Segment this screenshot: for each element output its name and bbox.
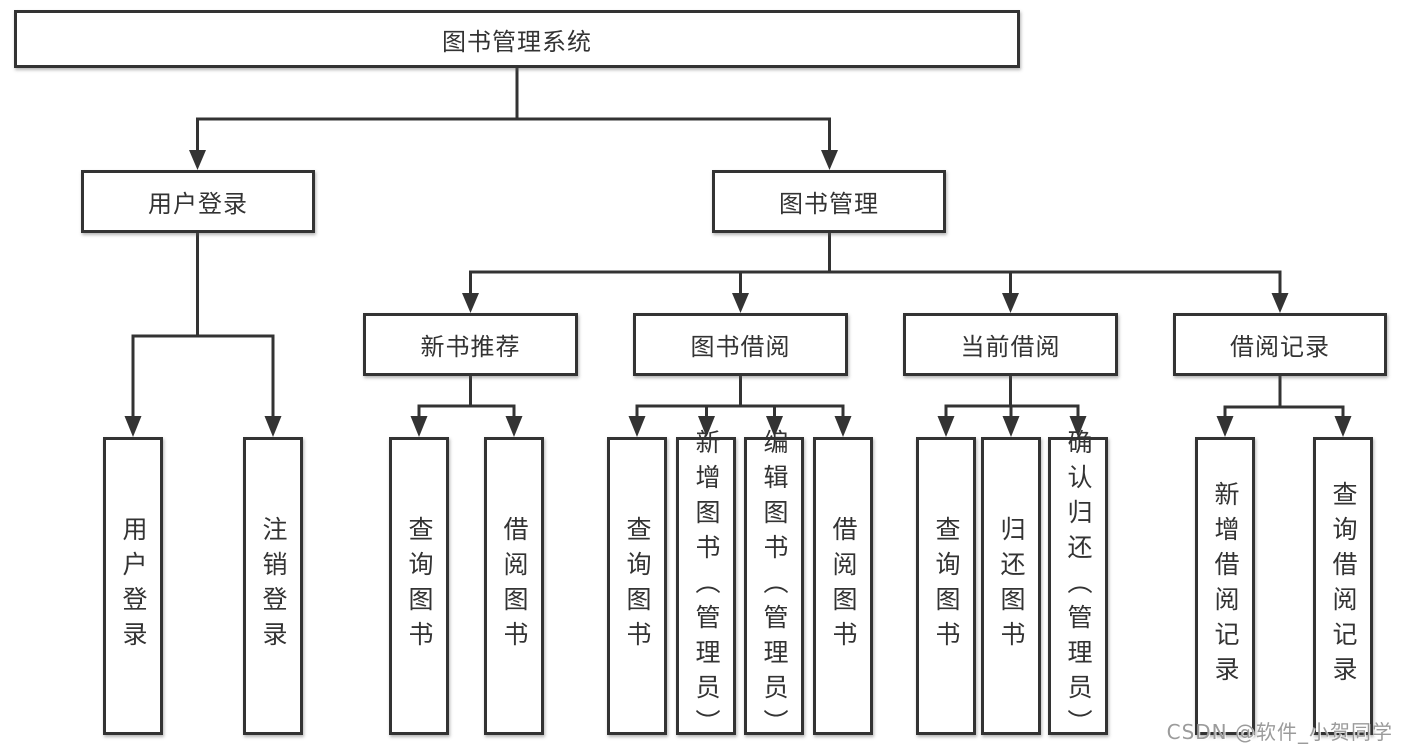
leaf-recommend-borrow-books: 借阅图书 — [484, 437, 544, 735]
node-system-root: 图书管理系统 — [14, 10, 1020, 68]
leaf-borrow-query-books-label: 查询图书 — [623, 516, 652, 656]
leaf-borrow-borrow-books: 借阅图书 — [813, 437, 873, 735]
leaf-current-return-books-label: 归还图书 — [997, 516, 1026, 656]
node-book-borrow-label: 图书借阅 — [690, 333, 791, 361]
csdn-watermark: CSDN @软件_小贺同学 — [1166, 720, 1393, 744]
node-user-login: 用户登录 — [81, 170, 315, 233]
node-system-root-label: 图书管理系统 — [442, 27, 592, 56]
leaf-borrow-borrow-books-label: 借阅图书 — [829, 516, 858, 656]
leaf-borrow-add-books-admin: 新增图书（管理员） — [676, 429, 736, 744]
leaf-logout-label: 注销登录 — [259, 516, 288, 656]
node-book-borrow: 图书借阅 — [633, 313, 848, 376]
leaf-borrow-edit-books-admin-label: 编辑图书（管理员） — [760, 428, 789, 744]
node-new-book-recommend: 新书推荐 — [363, 313, 578, 376]
leaf-borrow-edit-books-admin: 编辑图书（管理员） — [744, 429, 804, 744]
node-book-manage-label: 图书管理 — [779, 190, 879, 218]
leaf-records-add-record: 新增借阅记录 — [1195, 437, 1255, 735]
node-borrow-records: 借阅记录 — [1173, 313, 1387, 376]
leaf-current-query-books-label: 查询图书 — [932, 516, 961, 656]
leaf-current-confirm-return-admin: 确认归还（管理员） — [1048, 429, 1108, 744]
leaf-borrow-add-books-admin-label: 新增图书（管理员） — [692, 428, 721, 744]
node-book-manage: 图书管理 — [712, 170, 946, 233]
node-current-borrow: 当前借阅 — [903, 313, 1118, 376]
node-current-borrow-label: 当前借阅 — [960, 333, 1061, 361]
node-user-login-label: 用户登录 — [148, 190, 248, 218]
node-new-book-recommend-label: 新书推荐 — [420, 333, 521, 361]
leaf-records-query-record: 查询借阅记录 — [1313, 437, 1373, 735]
leaf-current-query-books: 查询图书 — [916, 437, 976, 735]
leaf-recommend-query-books-label: 查询图书 — [405, 516, 434, 656]
arrowheads — [124, 150, 1352, 437]
leaf-current-confirm-return-admin-label: 确认归还（管理员） — [1064, 428, 1093, 744]
leaf-current-return-books: 归还图书 — [981, 437, 1041, 735]
leaf-recommend-query-books: 查询图书 — [389, 437, 449, 735]
leaf-recommend-borrow-books-label: 借阅图书 — [500, 516, 529, 656]
leaf-records-add-record-label: 新增借阅记录 — [1211, 481, 1240, 691]
leaf-records-query-record-label: 查询借阅记录 — [1329, 481, 1358, 691]
leaf-user-login-label: 用户登录 — [119, 516, 148, 656]
node-borrow-records-label: 借阅记录 — [1230, 333, 1330, 361]
leaf-logout: 注销登录 — [243, 437, 303, 735]
leaf-borrow-query-books: 查询图书 — [607, 437, 667, 735]
leaf-user-login: 用户登录 — [103, 437, 163, 735]
